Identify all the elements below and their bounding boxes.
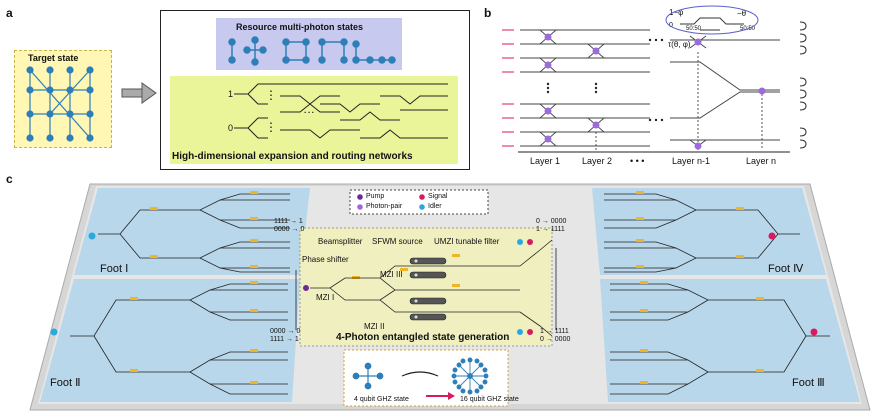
center-title: 4-Photon entangled state generation — [336, 332, 510, 343]
label-sfwm: SFWM source — [372, 237, 423, 246]
ghz4-graph — [352, 362, 384, 390]
main-box-a — [160, 10, 470, 170]
mesh-inputs-b — [502, 29, 514, 147]
resource-states — [228, 36, 396, 66]
input-1-label: 1 — [228, 89, 234, 99]
port-label-7: 1 → 1111 — [540, 328, 569, 335]
foot4-region — [592, 188, 826, 275]
ghz-right-label: 16 qubit GHZ state — [460, 396, 519, 403]
label-mzi1: MZI I — [316, 293, 335, 302]
port-label-2: 0000 → 0 — [274, 226, 305, 233]
ghz-red-arrowhead — [448, 392, 455, 400]
layer-n-label: Layer n — [746, 156, 777, 166]
foot2-region — [40, 279, 300, 402]
layer-dots-label: • • • — [630, 156, 645, 166]
detectors-b — [799, 21, 807, 149]
inset-zero-label: 0 — [669, 22, 673, 29]
layer-2-label: Layer 2 — [582, 156, 613, 166]
label-mzi2: MZI II — [364, 322, 385, 331]
port-label-6: 1111 → 1 — [270, 336, 299, 343]
vdots-a1: ⋮ — [265, 88, 277, 102]
panel-a-letter: a — [6, 6, 13, 20]
legend-photon-pair: Photon-pair — [366, 203, 403, 210]
port-label-8: 0 → 0000 — [540, 336, 571, 343]
tree-foot4 — [604, 193, 800, 273]
foot4-label: Foot Ⅳ — [768, 263, 804, 275]
legend-symbols — [357, 194, 425, 210]
tree-foot3 — [610, 283, 830, 395]
tree-foot2 — [70, 283, 288, 395]
resource-label: Resource multi-photon states — [236, 22, 364, 32]
target-state-label: Target state — [28, 53, 79, 63]
input-0-label: 0 — [228, 123, 234, 133]
label-beamsplitter: Beamsplitter — [318, 237, 363, 246]
idler-dots — [50, 232, 523, 336]
ghz-arrow — [401, 371, 439, 377]
network-label: High-dimensional expansion and routing n… — [172, 151, 413, 162]
panel-c-letter: c — [6, 172, 13, 186]
mesh-dots-b — [546, 38, 664, 122]
label-phase-shifter: Phase shifter — [302, 255, 349, 264]
sfwm-sources — [409, 257, 447, 321]
foot1-label: Foot Ⅰ — [100, 263, 129, 275]
layer-n1-label: Layer n-1 — [672, 156, 711, 166]
inset-left-label: 1−φ — [669, 8, 684, 17]
legend-signal: Signal — [428, 193, 448, 200]
ghz16-graph — [451, 357, 489, 395]
signal-dots — [527, 232, 818, 336]
routing-mesh-b — [518, 5, 790, 153]
tau-label: τ(θ, φ) — [668, 40, 691, 49]
foot3-label: Foot Ⅲ — [792, 377, 825, 389]
foot1-region — [74, 188, 310, 275]
mesh-rows — [520, 29, 780, 147]
label-umzi: UMZI tunable filter — [434, 237, 500, 246]
legend-box — [349, 189, 489, 215]
arrow-a — [121, 82, 157, 104]
inset-right-label: −θ — [737, 9, 747, 18]
routing-network — [234, 83, 448, 139]
center-circuit — [295, 239, 557, 337]
source-dots — [414, 259, 418, 319]
center-region — [299, 227, 553, 347]
vdots-a2: ⋮ — [265, 120, 277, 134]
ghz-left-label: 4 qubit GHZ state — [354, 396, 409, 403]
port-label-1: 1111 → 1 — [274, 218, 303, 225]
network-box — [170, 76, 458, 164]
port-label-4: 1 → 1111 — [536, 226, 565, 233]
layer-1-label: Layer 1 — [530, 156, 561, 166]
label-mzi3: MZI III — [380, 270, 403, 279]
port-label-5: 0000 → 0 — [270, 328, 301, 335]
pump-input-dot — [303, 285, 309, 291]
foot3-region — [600, 279, 860, 402]
panel-b-letter: b — [484, 6, 492, 20]
heater-marks — [130, 191, 764, 384]
legend-idler: Idler — [428, 203, 442, 210]
legend-pump: Pump — [366, 193, 385, 200]
inset-5050a-label: 50:50 — [686, 26, 702, 32]
mesh-nodes-b — [544, 33, 766, 150]
port-label-3: 0 → 0000 — [536, 218, 567, 225]
foot2-label: Foot Ⅱ — [50, 377, 81, 389]
target-state-graph — [26, 66, 94, 142]
